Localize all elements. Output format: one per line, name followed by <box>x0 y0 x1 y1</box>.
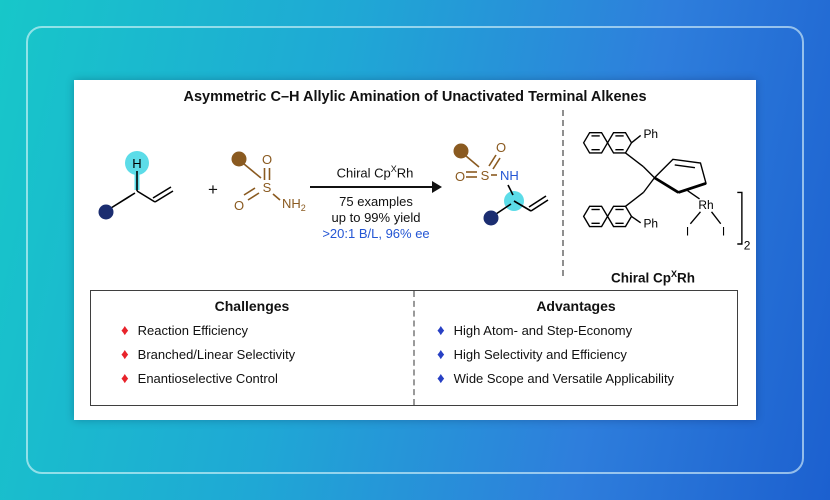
iodide-label: I <box>722 225 725 239</box>
advantages-column: Advantages ♦ High Atom- and Step-Economy… <box>413 291 737 405</box>
catalyst-label-sup: X <box>390 164 397 174</box>
plus-sign: + <box>208 180 218 199</box>
reaction-conditions: 75 examples up to 99% yield >20:1 B/L, 9… <box>286 194 466 242</box>
summary-box: Challenges ♦ Reaction Efficiency ♦ Branc… <box>90 290 738 406</box>
oxygen-label: O <box>262 152 272 167</box>
sulfonamide-bonds <box>465 154 501 178</box>
advantage-item: ♦ Wide Scope and Versatile Applicability <box>437 371 737 386</box>
catalyst-caption: Chiral CpXRh <box>568 269 738 286</box>
alkyl-group-dot <box>483 210 499 226</box>
alkene-bonds <box>110 171 174 209</box>
advantage-item: ♦ High Selectivity and Efficiency <box>437 347 737 362</box>
challenge-text: Branched/Linear Selectivity <box>137 347 296 362</box>
phenyl-label: Ph <box>643 127 658 141</box>
catalyst-structure: Ph Ph Rh I I 2 <box>582 127 751 253</box>
advantage-text: Wide Scope and Versatile Applicability <box>453 371 675 386</box>
advantage-item: ♦ High Atom- and Step-Economy <box>437 323 737 338</box>
oxygen-label: O <box>455 169 465 184</box>
selectivity-note: >20:1 B/L, 96% ee <box>322 226 430 241</box>
figure-title: Asymmetric C–H Allylic Amination of Unac… <box>183 89 647 105</box>
catalyst-caption-prefix: Chiral Cp <box>610 270 671 286</box>
diamond-icon: ♦ <box>121 346 129 363</box>
sulfur-label: S <box>481 168 490 183</box>
yield-note: up to 99% yield <box>331 210 421 225</box>
iodide-label: I <box>686 225 689 239</box>
allyl-bonds <box>495 184 549 215</box>
ch-highlight-circle <box>125 151 149 175</box>
arrowhead-icon <box>432 181 442 193</box>
catalyst-caption-suffix: Rh <box>677 270 696 286</box>
diamond-icon: ♦ <box>121 322 129 339</box>
challenge-text: Reaction Efficiency <box>137 323 248 338</box>
graphical-abstract-panel: Asymmetric C–H Allylic Amination of Unac… <box>74 80 756 420</box>
dimer-subscript: 2 <box>744 239 751 253</box>
oxygen-label: O <box>496 140 506 155</box>
challenge-item: ♦ Branched/Linear Selectivity <box>121 347 413 362</box>
catalyst-label-prefix: Chiral Cp <box>336 165 391 181</box>
product-structure: S O O NH <box>453 140 549 226</box>
rhodium-label: Rh <box>698 198 713 212</box>
challenge-item: ♦ Reaction Efficiency <box>121 323 413 338</box>
catalyst-skeleton <box>582 131 743 245</box>
hydrogen-label: H <box>132 156 141 171</box>
accent-frame <box>26 26 804 474</box>
diamond-icon: ♦ <box>437 322 445 339</box>
scheme-divider <box>562 110 564 276</box>
challenge-text: Enantioselective Control <box>137 371 278 386</box>
advantage-text: High Selectivity and Efficiency <box>453 347 627 362</box>
sulfonamide-reagent-structure: S O O NH2 <box>231 151 306 213</box>
advantages-header: Advantages <box>536 298 616 314</box>
reaction-arrow <box>310 181 442 193</box>
catalyst-label-suffix: Rh <box>396 165 414 181</box>
sulfonamide-bonds <box>243 163 281 201</box>
challenge-item: ♦ Enantioselective Control <box>121 371 413 386</box>
examples-count: 75 examples <box>339 194 413 209</box>
arrow-catalyst-label: Chiral CpXRh <box>310 164 440 180</box>
alkyl-group-dot <box>98 204 114 220</box>
diamond-icon: ♦ <box>437 370 445 387</box>
challenges-column: Challenges ♦ Reaction Efficiency ♦ Branc… <box>91 291 413 405</box>
sulfonyl-substituent-dot <box>453 143 469 159</box>
sulfur-label: S <box>263 180 272 195</box>
oxygen-label: O <box>234 198 244 213</box>
diamond-icon: ♦ <box>437 346 445 363</box>
challenges-header: Challenges <box>214 298 290 314</box>
amine-label: NH2 <box>282 196 306 213</box>
amide-nh-label: NH <box>500 168 519 183</box>
phenyl-label: Ph <box>643 216 658 230</box>
sulfonyl-substituent-dot <box>231 151 247 167</box>
diamond-icon: ♦ <box>121 370 129 387</box>
catalyst-caption-sup: X <box>671 269 678 279</box>
alkene-substrate-structure: H <box>98 151 174 220</box>
advantage-text: High Atom- and Step-Economy <box>453 323 633 338</box>
